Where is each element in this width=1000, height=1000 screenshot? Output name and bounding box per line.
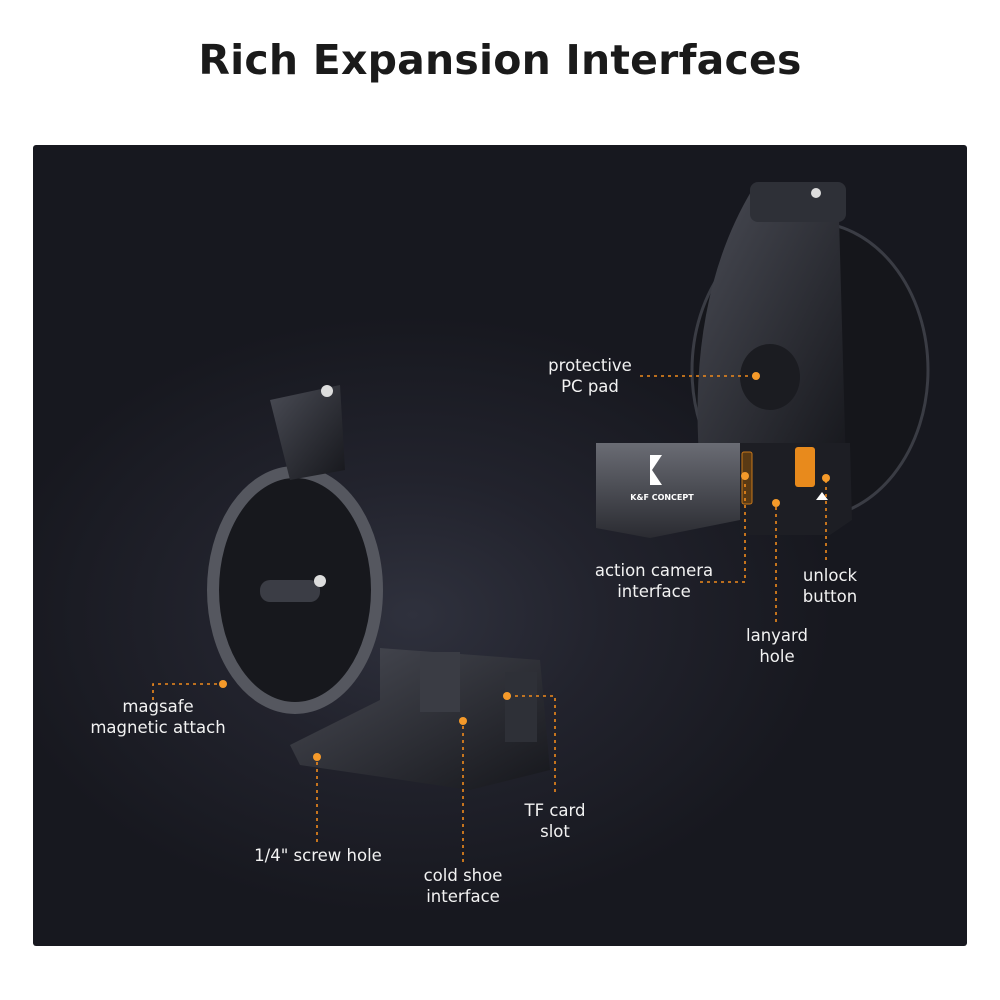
- callout-line: interface: [617, 582, 691, 601]
- callout-line: 1/4" screw hole: [254, 846, 382, 865]
- callout-tf-card-slot: TF card slot: [525, 800, 586, 842]
- left-mount: [207, 385, 550, 790]
- page-title: Rich Expansion Interfaces: [198, 36, 802, 84]
- callout-line: magnetic attach: [90, 718, 226, 737]
- callout-line: interface: [426, 887, 500, 906]
- callout-line: magsafe: [122, 697, 194, 716]
- brand-logo: K&F CONCEPT: [630, 493, 694, 502]
- callout-dots: [219, 372, 830, 761]
- product-illustration: K&F CONCEPT: [152, 182, 930, 862]
- callout-line: action camera: [594, 561, 714, 580]
- product-panel: K&F CONCEPT: [33, 145, 967, 946]
- callout-lanyard-hole: lanyard hole: [746, 625, 808, 667]
- callout-line: hole: [759, 647, 795, 666]
- callout-line: slot: [540, 822, 570, 841]
- callout-line: lanyard: [746, 626, 808, 645]
- callout-line: unlock: [802, 566, 858, 585]
- callout-screw-hole: 1/4" screw hole: [254, 845, 382, 866]
- callout-magsafe: magsafe magnetic attach: [90, 696, 225, 738]
- callout-line: protective: [548, 356, 632, 375]
- callout-line: cold shoe: [423, 866, 503, 885]
- callout-protective-pc-pad: protective PC pad: [548, 355, 632, 397]
- right-mount: K&F CONCEPT: [596, 182, 930, 538]
- callout-line: TF card: [524, 801, 586, 820]
- callout-cold-shoe: cold shoe interface: [424, 865, 503, 907]
- callout-lines: [152, 375, 827, 862]
- callout-line: button: [802, 587, 858, 606]
- callout-unlock-button: unlock button: [803, 565, 857, 607]
- callout-line: PC pad: [561, 377, 619, 396]
- callout-action-camera-interface: action camera interface: [595, 560, 713, 602]
